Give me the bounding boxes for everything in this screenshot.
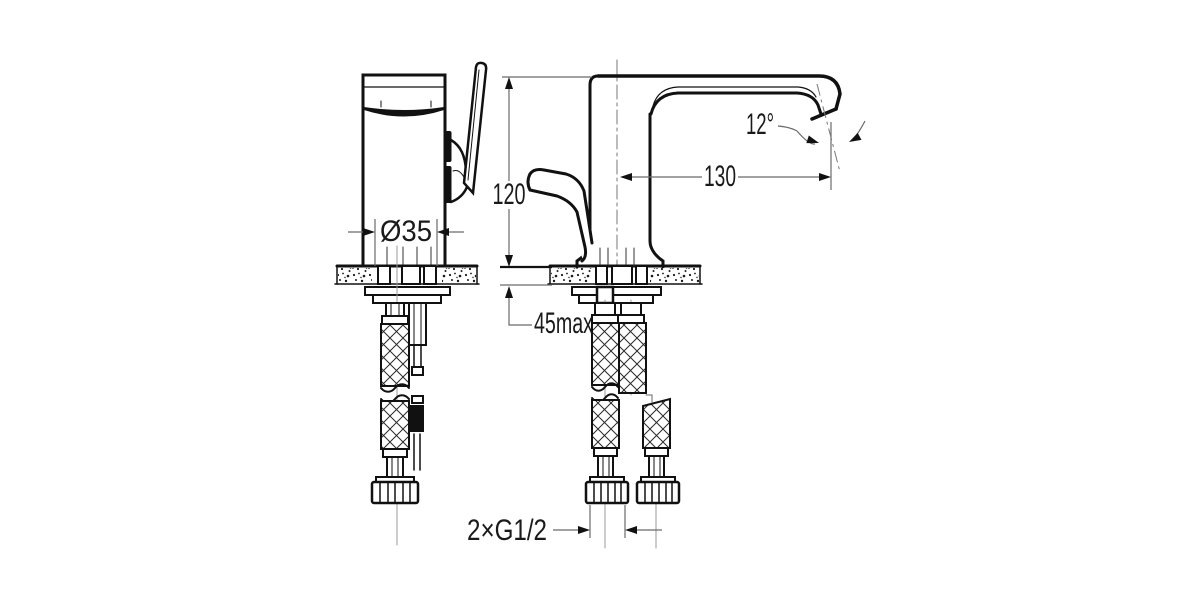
supply-hose-left-side [584,302,630,505]
dim-connections-label: 2×G1/2 [467,514,547,547]
dim-deck-thickness-label: 45max [534,307,593,340]
spout-top-edge [596,74,842,111]
hose-connector-nut [635,480,681,505]
dim-reach-label: 130 [704,160,736,193]
supply-hose-front [370,302,420,505]
deck-front [334,264,480,285]
spout-opening-band [364,107,444,117]
dim-connections: 2×G1/2 [467,505,662,547]
spout-outlet-face [810,107,838,121]
side-view [526,59,842,549]
fixing-plate [364,286,451,296]
dim-deck-thickness: 45max [500,265,593,340]
dim-spout-angle-label: 12° [746,108,774,141]
mounting-rod-front [408,302,427,471]
supply-hose-right-side-lower [635,397,681,505]
dimensions: Ø35 120 45max 130 [348,76,866,547]
dim-reach: 130 [620,122,832,193]
dim-body-diameter: Ø35 [348,215,464,266]
deck-side [547,247,703,285]
dim-height-label: 120 [493,178,526,211]
handle-front [443,61,488,204]
dim-body-diameter-label: Ø35 [380,215,432,248]
dim-height: 120 [493,76,592,267]
fixing-washer [578,294,654,304]
front-view [334,61,488,546]
hose-connector-nut [584,480,630,505]
supply-hose-right-side-upper [617,302,653,403]
fixing-plate [571,286,662,296]
spout-underside [649,91,823,116]
dim-spout-angle: 12° [746,83,866,173]
fixing-washer [372,294,442,304]
handle-side [526,168,594,263]
